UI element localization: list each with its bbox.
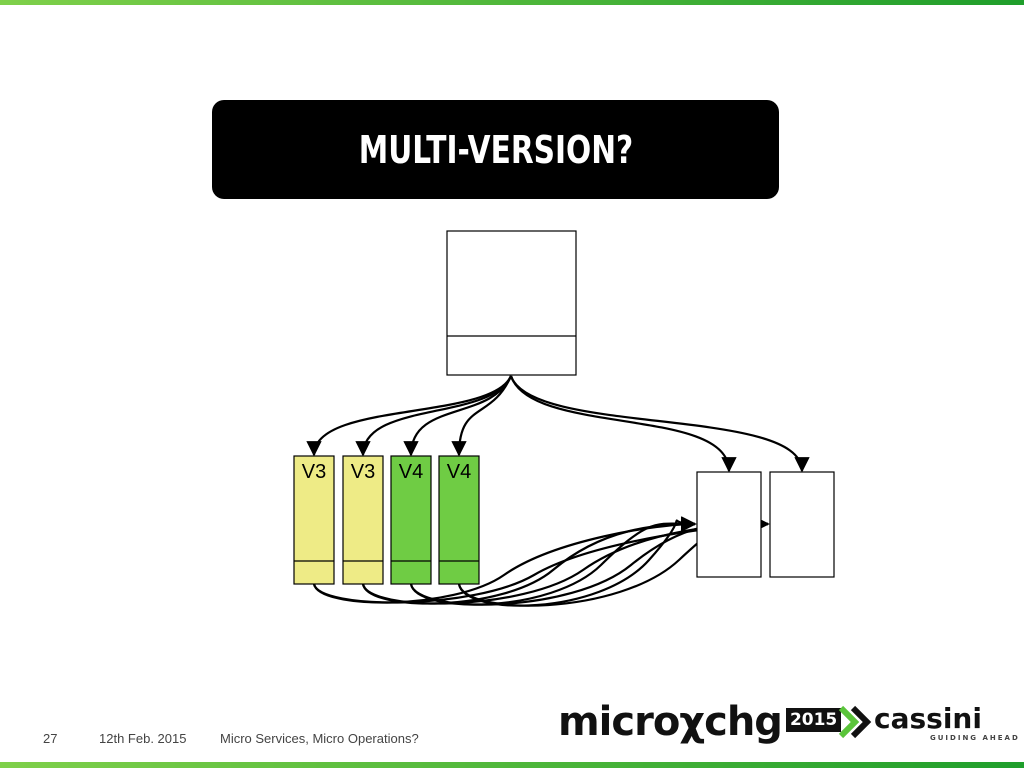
arrow-top-to-instance-1	[306, 375, 513, 457]
instance-2-label: V3	[351, 461, 375, 483]
instance-4-label: V4	[447, 461, 471, 483]
microxchg-logo-year: 2015	[785, 708, 842, 732]
cassini-logo-word: cassini	[874, 702, 982, 735]
arrow-top-to-instance-2	[355, 375, 513, 457]
dependency-box-2	[769, 471, 835, 578]
arrow-top-to-dependency-2	[509, 375, 810, 473]
top-service-box	[446, 230, 577, 376]
bottom-accent-bar	[0, 762, 1024, 768]
microxchg-logo-word: microχchg	[558, 699, 783, 745]
slide-subject: Micro Services, Micro Operations?	[220, 731, 419, 746]
instance-3	[390, 455, 432, 585]
cassini-logo: cassini GUIDING AHEAD	[838, 702, 1018, 749]
slide-title-box: MULTI-VERSION?	[212, 100, 779, 199]
instance-1-label: V3	[302, 461, 326, 483]
arrow-top-to-dependency-1	[509, 375, 737, 473]
cassini-logo-tagline: GUIDING AHEAD	[930, 734, 1020, 742]
slide-title: MULTI-VERSION?	[358, 127, 633, 172]
page-number: 27	[43, 731, 58, 746]
instance-3-label: V4	[399, 461, 423, 483]
microxchg-logo: microχchg 2015	[558, 699, 842, 750]
instance-1	[293, 455, 335, 585]
instance-2	[342, 455, 384, 585]
dependency-box-1	[696, 471, 762, 578]
slide-date: 12th Feb. 2015	[99, 731, 187, 746]
arrow-top-to-instance-3	[403, 375, 513, 457]
cassini-chevron-icon	[838, 705, 872, 739]
diagram-nodes: V3 V3 V4 V4	[293, 230, 835, 585]
arrow-top-to-instance-4	[451, 375, 513, 457]
instance-4	[438, 455, 480, 585]
arrow-instance-4-to-dependency-1	[457, 516, 697, 607]
top-accent-bar	[0, 0, 1024, 5]
